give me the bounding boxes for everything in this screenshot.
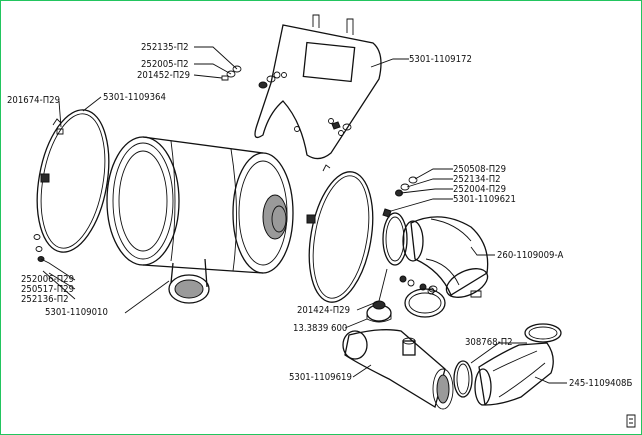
air-cleaner-body bbox=[106, 136, 294, 304]
label-13-3839-600: 13.3839 600 bbox=[293, 323, 347, 334]
elbow-lower bbox=[474, 342, 554, 406]
label-5301-1109621: 5301-1109621 bbox=[453, 194, 516, 205]
label-260-1109009-a: 260-1109009-А bbox=[497, 250, 564, 261]
left-fasteners bbox=[33, 128, 64, 262]
label-252136-p2: 252136-П2 bbox=[21, 294, 69, 305]
clamp-band-right bbox=[306, 164, 374, 303]
label-252004-p29: 252004-П29 bbox=[453, 184, 506, 195]
label-5301-1109619: 5301-1109619 bbox=[289, 372, 352, 383]
elbow-hose-upper bbox=[402, 216, 489, 298]
label-201452-p29: 201452-П29 bbox=[137, 70, 190, 81]
label-201424-p29: 201424-П29 bbox=[297, 305, 350, 316]
mounting-bracket bbox=[254, 14, 382, 160]
label-250508-p29: 250508-П29 bbox=[453, 164, 506, 175]
leader-lines bbox=[40, 46, 567, 384]
label-250517-p29: 250517-П29 bbox=[21, 284, 74, 295]
part-labels: 252135-П2 252005-П2 201452-П29 5301-1109… bbox=[7, 42, 632, 389]
label-252005-p2: 252005-П2 bbox=[141, 59, 189, 70]
clamp-band-left bbox=[36, 109, 110, 253]
right-fasteners bbox=[382, 176, 418, 218]
hose-clamp-upper bbox=[382, 212, 408, 266]
label-252135-p2: 252135-П2 bbox=[141, 42, 189, 53]
middle-hardware bbox=[399, 275, 482, 318]
label-5301-1109364: 5301-1109364 bbox=[103, 92, 166, 103]
label-308768-p2: 308768-П2 bbox=[465, 337, 513, 348]
label-5301-1109010: 5301-1109010 bbox=[45, 307, 108, 318]
intake-pipe bbox=[342, 329, 454, 410]
corner-mark bbox=[626, 414, 636, 428]
label-245-1109408b: 245-1109408Б bbox=[569, 378, 632, 389]
bracket-fasteners bbox=[221, 65, 352, 131]
hose-clamp-lower bbox=[453, 323, 562, 398]
label-252134-p2: 252134-П2 bbox=[453, 174, 501, 185]
label-201674-p29: 201674-П29 bbox=[7, 95, 60, 106]
label-252006-p29: 252006-П29 bbox=[21, 274, 74, 285]
label-5301-1109172: 5301-1109172 bbox=[409, 54, 472, 65]
